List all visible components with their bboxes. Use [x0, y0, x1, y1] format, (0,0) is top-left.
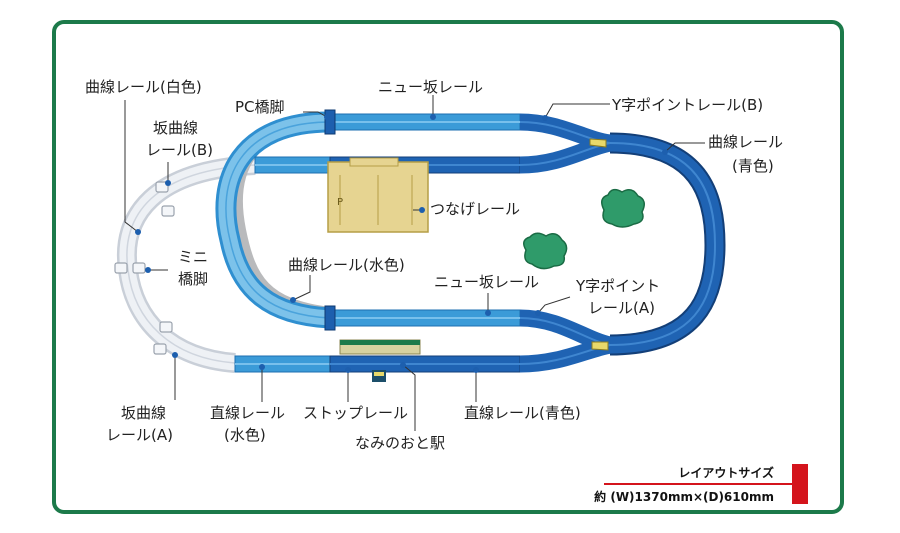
leader-lines — [124, 95, 705, 431]
pc-pier-1 — [324, 109, 336, 135]
label-pc-pier: PC橋脚 — [235, 98, 285, 116]
tree-decoration-1 — [601, 188, 645, 228]
white-curve-track — [116, 155, 256, 373]
layout-size-title: レイアウトサイズ — [678, 466, 774, 480]
label-y-point-a-2: レール(A) — [588, 299, 655, 317]
label-curve-blue-1: 曲線レール — [708, 133, 784, 151]
label-y-point-a-1: Y字ポイント — [576, 277, 661, 295]
label-mini-pier-2: 橋脚 — [178, 270, 209, 288]
layout-size-value: 約 (W)1370mm×(D)610mm — [594, 490, 774, 504]
label-straight-light-2: (水色) — [224, 426, 266, 444]
pc-pier-2 — [324, 305, 336, 331]
station-platform — [339, 339, 421, 382]
y-point-a-track — [519, 309, 613, 373]
label-slope-curve-a-1: 坂曲線 — [121, 404, 167, 422]
svg-text:P: P — [337, 197, 343, 208]
layout-size-rule — [604, 483, 802, 485]
connect-rail-structure: P — [327, 157, 429, 233]
mini-pier-3 — [114, 262, 128, 274]
y-point-b-track — [519, 113, 612, 174]
label-station: なみのおと駅 — [355, 434, 446, 452]
dark-blue-curve-track — [609, 132, 726, 356]
label-curve-white: 曲線レール(白色) — [85, 78, 202, 96]
label-straight-light-1: 直線レール — [210, 404, 286, 422]
label-mini-pier-1: ミニ — [178, 248, 209, 266]
label-slope-curve-a-2: レール(A) — [106, 426, 173, 444]
mini-piers — [114, 181, 175, 355]
mini-pier-6 — [153, 343, 167, 355]
label-stop-rail: ストップレール — [303, 404, 409, 422]
mini-pier-2 — [161, 205, 175, 217]
label-connect-rail: つなげレール — [430, 200, 521, 218]
label-new-slope-mid: ニュー坂レール — [434, 273, 540, 291]
label-straight-blue: 直線レール(青色) — [464, 404, 581, 422]
label-y-point-b: Y字ポイントレール(B) — [612, 96, 764, 114]
mini-pier-1 — [155, 181, 169, 193]
label-curve-blue-2: (青色) — [732, 157, 774, 175]
layout-size-accent-bar — [792, 464, 808, 504]
tree-decoration-2 — [523, 232, 568, 270]
label-slope-curve-b-2: レール(B) — [146, 141, 213, 159]
label-new-slope-top: ニュー坂レール — [378, 78, 484, 96]
label-slope-curve-b-1: 坂曲線 — [153, 119, 199, 137]
light-blue-curve-track — [215, 111, 331, 329]
mini-pier-4 — [132, 262, 146, 274]
pc-piers — [324, 109, 336, 331]
light-blue-straights — [234, 113, 521, 373]
label-curve-light: 曲線レール(水色) — [288, 256, 405, 274]
mini-pier-5 — [159, 321, 173, 333]
